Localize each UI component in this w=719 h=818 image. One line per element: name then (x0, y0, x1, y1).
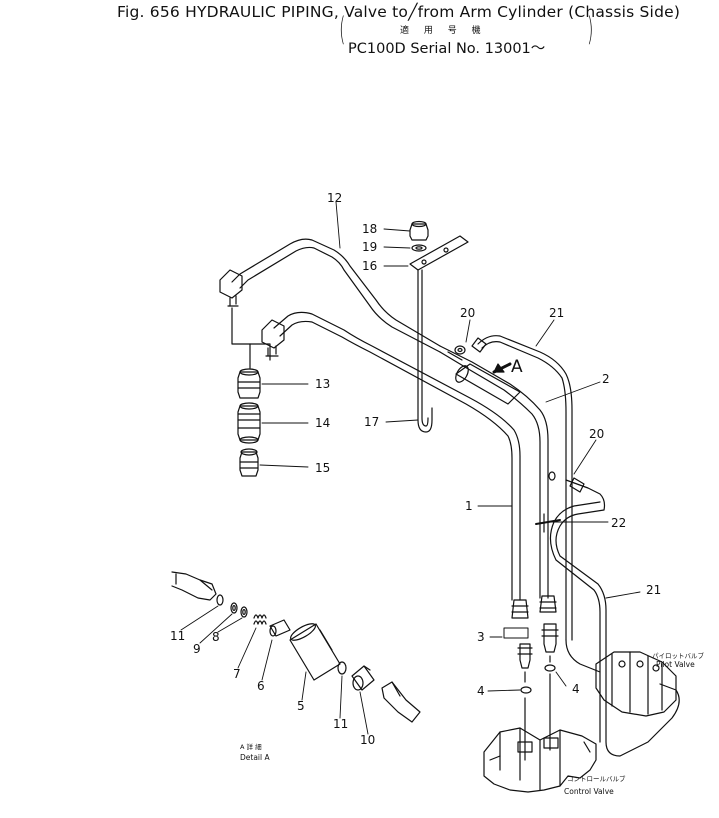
figure-title: Fig. 656 HYDRAULIC PIPING, Valve to╱from… (117, 3, 681, 21)
nut-18 (409, 220, 429, 241)
callout-18: 18 (362, 222, 377, 236)
callout-6: 6 (257, 679, 265, 693)
washer-19 (411, 244, 427, 252)
detail-a-en: Detail A (240, 753, 270, 762)
fitting-14 (237, 402, 261, 444)
view-marker-a: A (511, 357, 523, 377)
o-ring-4b (544, 664, 556, 672)
pipe-2 (439, 345, 549, 599)
pipe-nut-2 (539, 595, 557, 613)
callout-labels: 12 18 19 16 17 13 14 15 20 21 A 2 20 1 2… (170, 191, 661, 747)
elbow-upper (219, 269, 243, 307)
o-ring-11a (216, 594, 224, 606)
plug-6 (269, 619, 291, 637)
elbow-fitting-3b (541, 623, 559, 653)
callout-21-upper: 21 (549, 306, 564, 320)
pipe-12 (231, 238, 441, 353)
control-valve-jp: コントロールバルブ (567, 774, 626, 783)
callout-1: 1 (465, 499, 473, 513)
callout-20-lower: 20 (589, 427, 604, 441)
callout-14: 14 (315, 416, 330, 430)
o-ring-4a (520, 686, 532, 694)
body-5 (289, 623, 341, 681)
callout-21-lower: 21 (646, 583, 661, 597)
pipe-lower (273, 311, 521, 601)
adapter-10 (351, 665, 375, 691)
plate-16 (409, 235, 469, 271)
callout-7: 7 (233, 667, 241, 681)
pilot-valve-en: Pilot Valve (656, 660, 695, 669)
applicable-models-label: 適 用 号 機 (400, 26, 487, 36)
callout-8: 8 (212, 630, 220, 644)
fitting-15 (239, 448, 259, 477)
detail-a-caption: A 詳 細 Detail A (240, 742, 270, 762)
callout-11-right: 11 (333, 717, 348, 731)
callout-4-left: 4 (477, 684, 485, 698)
paren-left: ( (339, 10, 346, 48)
callout-15: 15 (315, 461, 330, 475)
callout-20-upper: 20 (460, 306, 475, 320)
callout-11-left: 11 (170, 629, 185, 643)
callout-3: 3 (477, 630, 485, 644)
paren-right: ) (587, 10, 594, 48)
callout-2: 2 (602, 372, 610, 386)
u-bolt-17 (417, 269, 433, 433)
control-valve-caption: コントロールバルブ Control Valve (564, 774, 626, 796)
hose-21-lower (549, 477, 680, 757)
callout-17: 17 (364, 415, 379, 429)
ring-8 (240, 606, 248, 618)
serial-number: PC100D Serial No. 13001～ (348, 41, 546, 57)
callout-13: 13 (315, 377, 330, 391)
fitting-20-upper (454, 345, 466, 355)
callout-10: 10 (360, 733, 375, 747)
ring-9 (230, 602, 238, 614)
hose-21-upper (471, 335, 601, 673)
pipe-nut-1 (511, 599, 529, 619)
pilot-valve (595, 651, 677, 717)
callout-22: 22 (611, 516, 626, 530)
callout-16: 16 (362, 259, 377, 273)
callout-12: 12 (327, 191, 342, 205)
arm-cylinder-port (447, 351, 521, 405)
pilot-valve-jp: パイロットバルブ (652, 651, 705, 660)
pilot-valve-caption: パイロットバルブ Pilot Valve (652, 651, 705, 669)
control-valve (483, 727, 597, 793)
detail-hose-end (171, 571, 217, 601)
spring-7 (253, 614, 267, 625)
o-ring-11b (337, 661, 347, 675)
elbow-fitting-3a (517, 643, 533, 669)
detail-a-jp: A 詳 細 (240, 742, 262, 751)
callout-5: 5 (297, 699, 305, 713)
callout-9: 9 (193, 642, 201, 656)
leader-lines (180, 201, 641, 735)
callout-19: 19 (362, 240, 377, 254)
fitting-20-lower (548, 471, 556, 481)
detail-hose-end-right (381, 681, 421, 723)
elbow-lower (261, 319, 285, 357)
control-valve-en: Control Valve (564, 787, 614, 796)
fitting-13 (237, 368, 261, 399)
callout-4-right: 4 (572, 682, 580, 696)
view-arrow-a (492, 362, 512, 374)
